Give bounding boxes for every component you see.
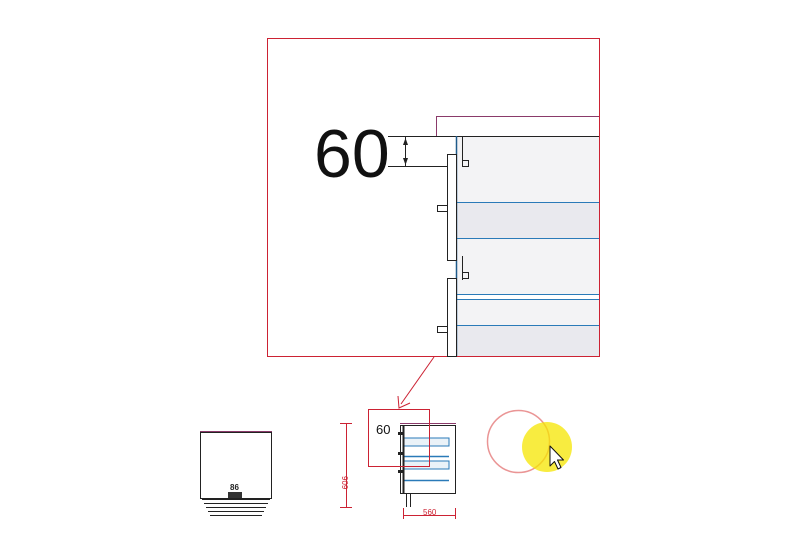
door-handle	[437, 205, 448, 212]
detail-leader-arrow	[397, 356, 435, 409]
detail-shelves	[457, 136, 599, 356]
width-dimension-label: 560	[423, 508, 437, 517]
detail-view: 60	[267, 38, 600, 357]
mouse-pointer-icon	[549, 445, 564, 470]
detail-frame	[267, 38, 600, 357]
door-handle	[437, 326, 448, 333]
detail-dimension-marker	[388, 136, 447, 167]
height-dimension-label: 909	[340, 476, 349, 490]
side-view-label: 86	[230, 483, 239, 492]
cursor-highlight	[486, 409, 572, 474]
detail-dimension-label: 60	[314, 116, 390, 192]
overview-detail-frame	[368, 409, 430, 467]
side-view: 86	[200, 431, 272, 516]
detail-worktop	[436, 116, 599, 137]
height-dimension: 909	[340, 423, 352, 508]
width-dimension: 560	[403, 508, 456, 519]
cursor-spotlight	[522, 422, 572, 472]
overview-dimension-label: 60	[376, 422, 390, 437]
cabinet-elevation: 60 909 560	[340, 409, 456, 519]
detail-door-fronts	[437, 154, 457, 357]
